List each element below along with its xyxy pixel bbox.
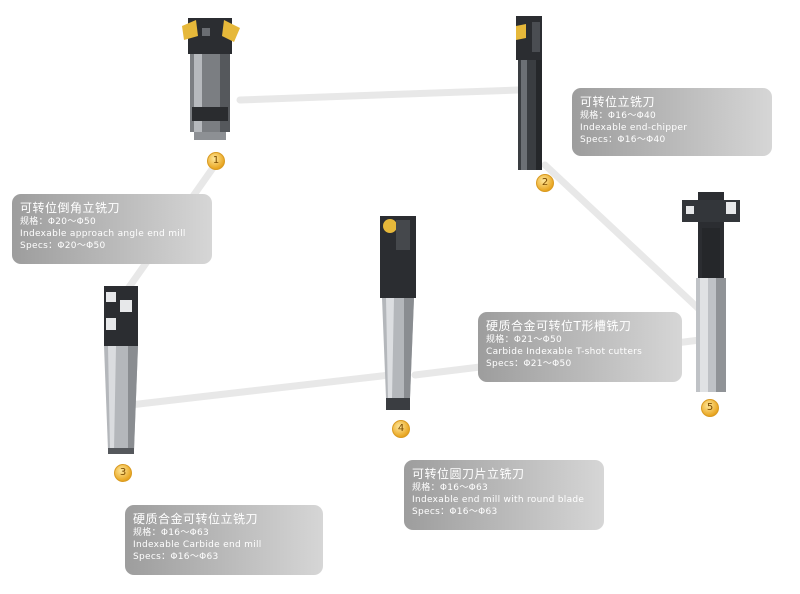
product-spec-cn: 规格：Φ21～Φ50 [486,335,563,345]
product-spec-en: Specs：Φ20～Φ50 [20,241,106,251]
tool-image-end-chipper [516,16,542,170]
product-card-carbide-end-mill: 硬质合金可转位立铣刀 规格：Φ16～Φ63 Indexable Carbide … [125,505,323,575]
product-card-approach-angle-end-mill: 可转位倒角立铣刀 规格：Φ20～Φ50 Indexable approach a… [12,194,212,264]
product-spec-en: Specs：Φ21～Φ50 [486,359,572,369]
product-name-en: Indexable end-chipper [580,123,688,133]
product-spec-cn: 规格：Φ16～Φ63 [133,528,210,538]
product-name-en: Indexable Carbide end mill [133,540,262,550]
product-name-en: Indexable approach angle end mill [20,229,186,239]
tool-image-round-blade-end-mill [380,216,416,410]
product-spec-cn: 规格：Φ16～Φ40 [580,111,657,121]
product-title-cn: 可转位圆刀片立铣刀 [412,467,525,481]
product-spec-cn: 规格：Φ20～Φ50 [20,217,97,227]
product-spec-en: Specs：Φ16～Φ63 [412,507,498,517]
product-card-t-slot-cutter: 硬质合金可转位T形槽铣刀 规格：Φ21～Φ50 Carbide Indexabl… [478,312,682,382]
product-spec-en: Specs：Φ16～Φ63 [133,552,219,562]
tool-image-carbide-end-mill [104,286,138,454]
product-name-en: Indexable end mill with round blade [412,495,585,505]
product-number-badge: 5 [701,399,719,417]
tool-image-t-slot-cutter [682,192,740,392]
product-number-badge: 2 [536,174,554,192]
product-card-round-blade-end-mill: 可转位圆刀片立铣刀 规格：Φ16～Φ63 Indexable end mill … [404,460,604,530]
product-title-cn: 可转位立铣刀 [580,95,656,109]
product-number-badge: 3 [114,464,132,482]
product-title-cn: 硬质合金可转位T形槽铣刀 [486,319,632,333]
product-title-cn: 硬质合金可转位立铣刀 [133,512,259,526]
product-number-badge: 1 [207,152,225,170]
product-spec-cn: 规格：Φ16～Φ63 [412,483,489,493]
product-number-badge: 4 [392,420,410,438]
product-name-en: Carbide Indexable T-shot cutters [486,347,643,357]
product-spec-en: Specs：Φ16～Φ40 [580,135,666,145]
product-title-cn: 可转位倒角立铣刀 [20,201,121,215]
product-card-end-chipper: 可转位立铣刀 规格：Φ16～Φ40 Indexable end-chipper … [572,88,772,156]
tool-image-approach-angle-end-mill [182,18,240,140]
